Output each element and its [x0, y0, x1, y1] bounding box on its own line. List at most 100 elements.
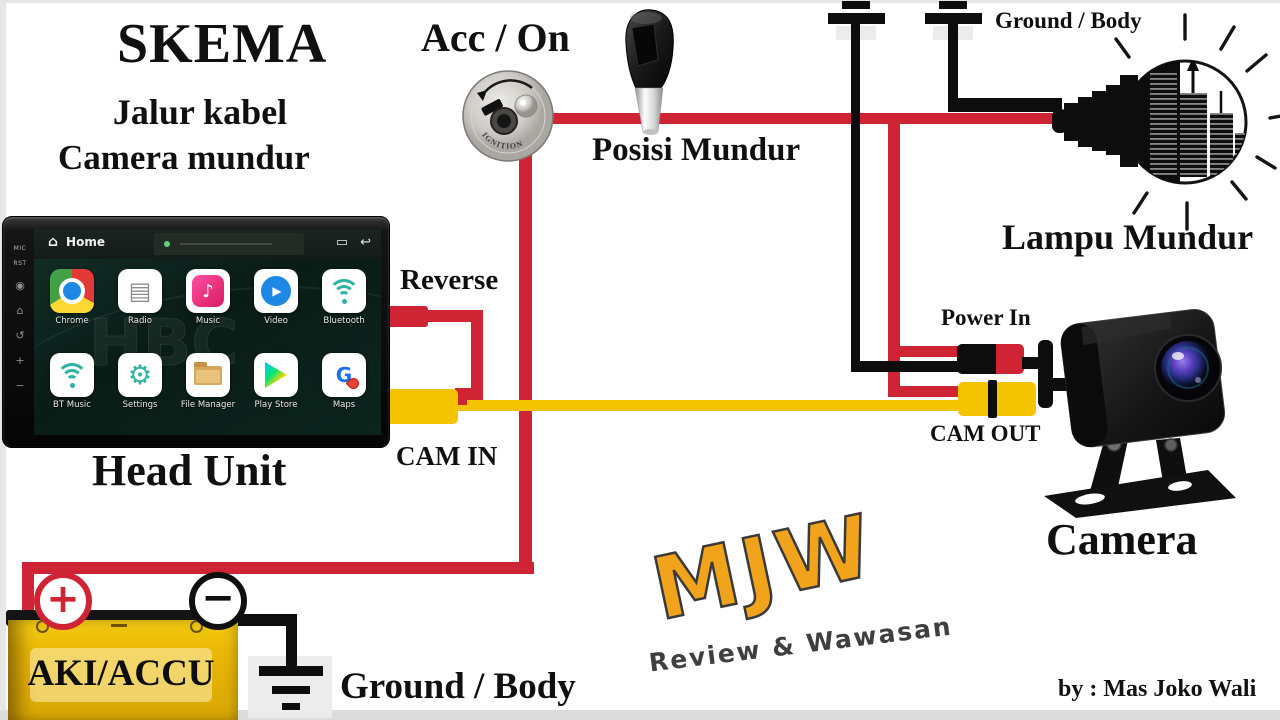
- wire-red-branch-down: [888, 113, 900, 397]
- music-note-glyph: ♪: [202, 280, 214, 302]
- wire-yellow-video: [456, 400, 960, 411]
- ground1-bar-wide: [828, 13, 885, 24]
- wire-red-battery-positive-drop: [22, 562, 34, 622]
- wire-black-ground2-to-lamp: [948, 98, 1062, 112]
- rst-label: RST: [13, 260, 27, 267]
- app-label-play-store: Play Store: [254, 400, 298, 410]
- rear-camera: [1044, 308, 1236, 518]
- wire-red-reverse-b: [471, 310, 483, 400]
- chrome-icon: [50, 269, 94, 313]
- app-label-video: Video: [264, 316, 288, 326]
- ground2-bar-small: [939, 1, 967, 9]
- app-label-bluetooth: Bluetooth: [323, 316, 365, 326]
- return-icon[interactable]: ↩: [360, 235, 371, 250]
- home-label: Home: [66, 235, 105, 249]
- app-label-music: Music: [195, 316, 221, 326]
- battery-minus-mark: [111, 624, 127, 627]
- power-icon[interactable]: ◉: [15, 279, 25, 292]
- app-bluetooth[interactable]: Bluetooth: [313, 269, 375, 326]
- battery-minus-badge: −: [189, 572, 247, 630]
- app-radio[interactable]: ▤ Radio: [109, 269, 171, 326]
- home-icon[interactable]: ⌂: [16, 304, 24, 317]
- label-lampu-mundur: Lampu Mundur: [1002, 217, 1254, 257]
- label-posisi-mundur: Posisi Mundur: [592, 132, 801, 168]
- wire-red-branch-to-camout: [888, 386, 960, 397]
- app-chrome[interactable]: Chrome: [41, 269, 103, 326]
- app-play-store[interactable]: Play Store: [245, 353, 307, 410]
- app-label-maps: Maps: [332, 400, 356, 410]
- gear-glyph: ⚙: [127, 359, 153, 391]
- gear-shift-knob: [625, 9, 674, 135]
- wire-red-reverse-a: [420, 310, 483, 322]
- play-glyph: ▶: [272, 284, 282, 298]
- ground2-bar-wide: [925, 13, 982, 24]
- app-maps[interactable]: G Maps: [313, 353, 375, 410]
- camera-bracket-base: [1044, 470, 1236, 518]
- label-camera: Camera: [1046, 515, 1198, 564]
- power-in-plug-black: [957, 344, 997, 374]
- ignition-switch: IGNITION: [462, 70, 554, 162]
- label-acc-on: Acc / On: [421, 15, 570, 60]
- label-power-in: Power In: [941, 305, 1031, 330]
- reverse-wire-spade: [383, 306, 428, 327]
- title-line2: Jalur kabel: [112, 92, 288, 132]
- bluetooth-icon: [322, 269, 366, 313]
- label-ground-body-top: Ground / Body: [995, 8, 1142, 33]
- app-music[interactable]: ♪ Music: [177, 269, 239, 326]
- cam-out-plug: [958, 382, 1036, 416]
- head-unit-side-buttons: MIC RST ◉ ⌂ ↺ + −: [7, 237, 33, 437]
- battery-label-panel: [30, 648, 212, 702]
- frame-edge-top: [0, 0, 1280, 3]
- app-row-2: BT Music ⚙ Settings File Manager Play St…: [41, 353, 375, 410]
- home-button[interactable]: ⌂ Home: [48, 234, 105, 250]
- wire-red-acc-to-lamp: [541, 113, 1063, 124]
- wire-black-ground1-to-powerin: [851, 361, 958, 372]
- app-settings[interactable]: ⚙ Settings: [109, 353, 171, 410]
- label-ground-body-bottom: Ground / Body: [340, 666, 576, 707]
- music-widget-progress: [180, 243, 272, 245]
- ground-bottom-bar1: [259, 666, 323, 676]
- music-widget-dot: [164, 241, 170, 247]
- back-icon[interactable]: ↺: [15, 329, 25, 342]
- knob-front-facet: [631, 23, 659, 67]
- screen-topbar: ⌂ Home ▭ ↩: [34, 229, 381, 259]
- battery-name: AKI/ACCU: [27, 653, 215, 694]
- wire-red-battery-horizontal: [22, 562, 534, 574]
- wire-black-negative-drop: [286, 614, 297, 668]
- volume-up-icon[interactable]: +: [15, 354, 25, 367]
- maps-g-glyph: G: [335, 363, 353, 387]
- label-cam-in: CAM IN: [396, 441, 498, 471]
- music-icon: ♪: [186, 269, 230, 313]
- cam-in-plug: [385, 389, 458, 424]
- battery-plus-badge: +: [34, 572, 92, 630]
- minus-sign: −: [201, 575, 235, 621]
- wire-red-branch-to-powerin: [888, 346, 960, 357]
- knob-chrome-shaft: [634, 87, 664, 133]
- volume-down-icon[interactable]: −: [15, 379, 25, 392]
- play-store-icon: [254, 353, 298, 397]
- ground-bottom-bar2: [272, 686, 310, 694]
- app-file-manager[interactable]: File Manager: [177, 353, 239, 410]
- radio-icon: ▤: [118, 269, 162, 313]
- mic-label: MIC: [13, 245, 27, 252]
- maps-icon: G: [322, 353, 366, 397]
- screenshot-icon[interactable]: ▭: [335, 235, 349, 250]
- lamp-rays: [1114, 13, 1280, 231]
- power-link-stub1: [1022, 357, 1042, 369]
- label-head-unit: Head Unit: [92, 446, 287, 495]
- app-label-settings: Settings: [122, 400, 158, 410]
- head-unit-screen: HBC ⌂ Home ▭ ↩ Chrome: [34, 229, 381, 435]
- app-bt-music[interactable]: BT Music: [41, 353, 103, 410]
- wire-black-ground2-stem: [948, 22, 958, 112]
- music-widget[interactable]: [154, 233, 304, 255]
- app-video[interactable]: ▶ Video: [245, 269, 307, 326]
- app-label-chrome: Chrome: [55, 316, 89, 326]
- file-manager-icon: [186, 353, 230, 397]
- app-label-file-manager: File Manager: [180, 400, 236, 410]
- home-glyph-icon: ⌂: [48, 234, 59, 250]
- video-icon: ▶: [254, 269, 298, 313]
- label-reverse: Reverse: [400, 264, 499, 296]
- mjw-logo: MJW: [643, 495, 886, 642]
- bt-music-icon: [50, 353, 94, 397]
